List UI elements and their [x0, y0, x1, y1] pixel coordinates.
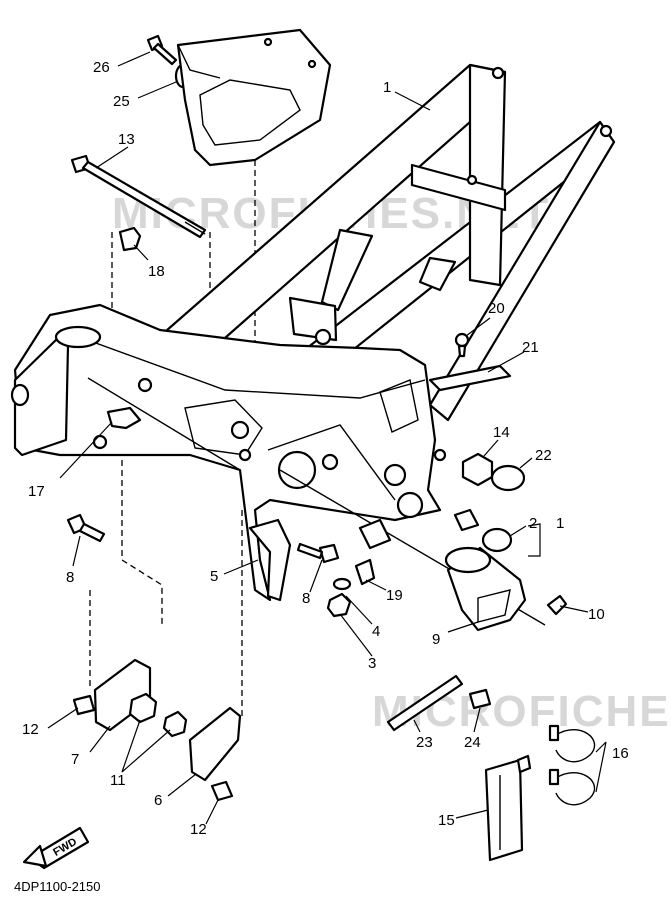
callout-1: 1 [383, 79, 391, 96]
callout-16: 16 [612, 745, 629, 762]
bolt-26 [146, 34, 178, 66]
rod-23 [386, 674, 464, 732]
bushing [453, 508, 480, 532]
callout-24: 24 [464, 734, 481, 751]
callout-22: 22 [535, 447, 552, 464]
bolt-12b [210, 780, 234, 802]
clip-18 [118, 226, 142, 252]
bracket [358, 518, 392, 550]
plate-6 [188, 706, 242, 782]
clamp-17 [106, 406, 142, 430]
bolt-8b [296, 542, 340, 564]
bolt-20 [454, 332, 470, 358]
callout-2: 2 [529, 515, 537, 532]
callout-5: 5 [210, 568, 218, 585]
fitting-10 [546, 594, 568, 616]
callout-8-left: 8 [66, 569, 74, 586]
callout-10: 10 [588, 606, 605, 623]
diagram-code: 4DP1100-2150 [14, 879, 101, 894]
callout-20: 20 [488, 300, 505, 317]
bracket-5 [248, 518, 292, 602]
callout-12-left: 12 [22, 721, 39, 738]
callout-11: 11 [110, 772, 126, 789]
leader-lines [47, 51, 607, 825]
callout-4: 4 [372, 623, 380, 640]
top-cover [176, 28, 332, 167]
bolt-12a [72, 694, 96, 716]
callout-19: 19 [386, 587, 403, 604]
callout-12-right: 12 [190, 821, 207, 838]
callout-25: 25 [113, 93, 130, 110]
cap-22 [490, 464, 526, 492]
plate-21 [428, 364, 512, 392]
collar-2 [481, 527, 513, 553]
bolt-8a [66, 513, 106, 543]
callout-15: 15 [438, 812, 455, 829]
callout-26: 26 [93, 59, 110, 76]
washer-4 [332, 577, 352, 591]
callout-1-group: 1 [556, 515, 564, 532]
callout-18: 18 [148, 263, 165, 280]
reservoir-15 [484, 754, 532, 862]
callout-14: 14 [493, 424, 510, 441]
callout-6: 6 [154, 792, 162, 809]
bolt-13 [70, 154, 207, 239]
bolt-19 [354, 558, 376, 586]
callout-13: 13 [118, 131, 135, 148]
strap-16 [548, 724, 596, 806]
callout-labels: 26 25 1 13 18 20 21 14 22 17 2 1 8 5 8 1… [22, 59, 629, 838]
nut-14 [461, 452, 494, 487]
forward-arrow-icon: FWD [22, 826, 90, 870]
callout-23: 23 [416, 734, 433, 751]
callout-17: 17 [28, 483, 45, 500]
callout-21: 21 [522, 339, 539, 356]
bolt-24 [468, 688, 492, 710]
callout-9: 9 [432, 631, 440, 648]
callout-7: 7 [71, 751, 79, 768]
nut-3 [326, 592, 352, 618]
callout-3: 3 [368, 655, 376, 672]
callout-8-right: 8 [302, 590, 310, 607]
boot-9 [444, 546, 527, 632]
nut-11a [128, 692, 158, 724]
main-frame [10, 63, 616, 602]
